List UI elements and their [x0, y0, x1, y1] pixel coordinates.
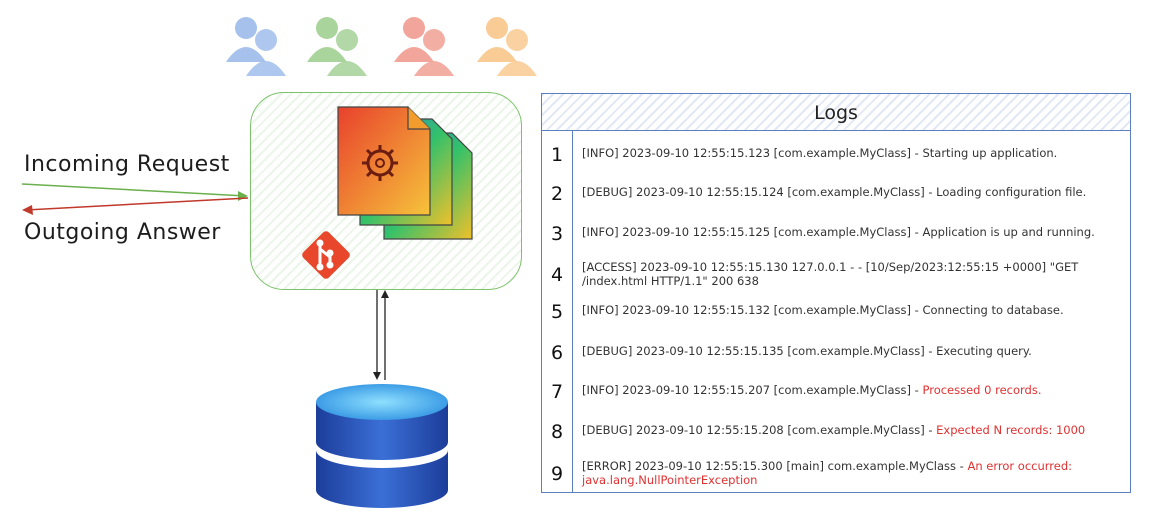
- log-message: [DEBUG] 2023-09-10 12:55:15.124 [com.exa…: [582, 185, 1087, 199]
- log-message: [INFO] 2023-09-10 12:55:15.123 [com.exam…: [582, 146, 1058, 160]
- log-row-number: 3: [550, 223, 564, 245]
- outgoing-arrow-head: [22, 205, 33, 215]
- user-group-icon: [477, 17, 537, 76]
- log-row-number: 9: [550, 463, 564, 485]
- database-icon: [316, 384, 448, 508]
- log-row-text: [INFO] 2023-09-10 12:55:15.207 [com.exam…: [582, 383, 1122, 397]
- incoming-arrow-head: [238, 191, 248, 201]
- log-highlight: Processed 0 records.: [922, 383, 1042, 397]
- request-arrows: [21, 183, 249, 215]
- log-row-text: [DEBUG] 2023-09-10 12:55:15.135 [com.exa…: [582, 344, 1122, 358]
- incoming-request-label: Incoming Request: [24, 152, 230, 177]
- log-message: [INFO] 2023-09-10 12:55:15.132 [com.exam…: [582, 303, 1064, 317]
- log-row-text: [ACCESS] 2023-09-10 12:55:15.130 127.0.0…: [582, 260, 1122, 288]
- log-row-text: [INFO] 2023-09-10 12:55:15.132 [com.exam…: [582, 303, 1122, 317]
- log-row-text: [INFO] 2023-09-10 12:55:15.125 [com.exam…: [582, 225, 1122, 239]
- log-message: [ACCESS] 2023-09-10 12:55:15.130 127.0.0…: [582, 260, 1079, 288]
- log-row-text: [ERROR] 2023-09-10 12:55:15.300 [main] c…: [582, 459, 1122, 487]
- logs-header: Logs: [542, 94, 1130, 131]
- outgoing-arrow: [25, 197, 249, 211]
- git-icon: [302, 231, 350, 279]
- line-number-column: [542, 131, 573, 492]
- outgoing-answer-label: Outgoing Answer: [24, 220, 221, 245]
- logs-title: Logs: [814, 102, 858, 124]
- log-row-number: 8: [550, 421, 564, 443]
- log-message: [INFO] 2023-09-10 12:55:15.125 [com.exam…: [582, 225, 1095, 239]
- log-message: [INFO] 2023-09-10 12:55:15.207 [com.exam…: [582, 383, 923, 397]
- log-message: [DEBUG] 2023-09-10 12:55:15.208 [com.exa…: [582, 423, 937, 437]
- incoming-arrow: [21, 183, 247, 197]
- log-row-number: 4: [550, 264, 564, 286]
- log-highlight: An error occurred: java.lang.NullPointer…: [582, 459, 1073, 487]
- user-group-icon: [394, 17, 454, 76]
- log-message: [ERROR] 2023-09-10 12:55:15.300 [main] c…: [582, 459, 968, 473]
- log-row-text: [DEBUG] 2023-09-10 12:55:15.124 [com.exa…: [582, 185, 1122, 199]
- log-message: [DEBUG] 2023-09-10 12:55:15.135 [com.exa…: [582, 344, 1032, 358]
- log-row-text: [INFO] 2023-09-10 12:55:15.123 [com.exam…: [582, 146, 1122, 160]
- logs-panel: Logs 1 [INFO] 2023-09-10 12:55:15.123 [co…: [541, 93, 1131, 493]
- log-row-number: 7: [550, 381, 564, 403]
- log-row-number: 5: [550, 301, 564, 323]
- log-row-number: 2: [550, 183, 564, 205]
- log-row-number: 6: [550, 342, 564, 364]
- log-row-number: 1: [550, 144, 564, 166]
- db-connection-arrows: [373, 290, 389, 380]
- config-files-icon: [337, 106, 473, 240]
- user-group-icon: [307, 17, 367, 76]
- user-group-icon: [226, 17, 286, 76]
- log-highlight: Expected N records: 1000: [936, 423, 1086, 437]
- log-row-text: [DEBUG] 2023-09-10 12:55:15.208 [com.exa…: [582, 423, 1122, 437]
